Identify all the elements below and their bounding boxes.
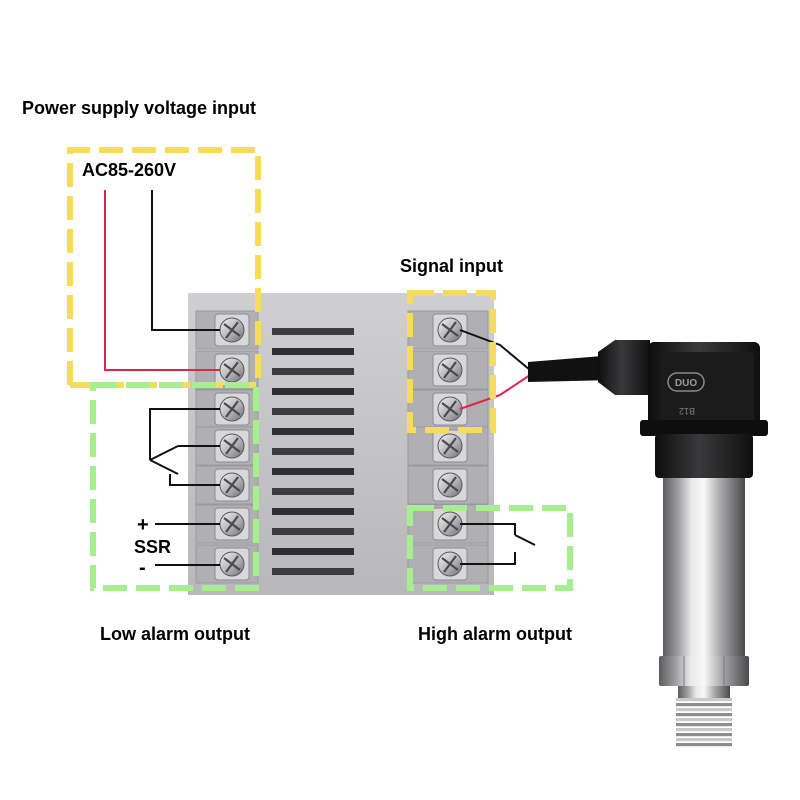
vent-slot: [272, 328, 354, 335]
power-supply-label: Power supply voltage input: [22, 98, 256, 118]
screw-slot: [225, 515, 239, 533]
low-alarm-label: Low alarm output: [100, 624, 250, 644]
vent-slots: [272, 328, 354, 575]
screw-slot: [443, 555, 457, 573]
low-alarm-outline: [90, 382, 259, 591]
thread-ridge: [676, 738, 732, 742]
signal-input-label: Signal input: [400, 256, 503, 276]
high-alarm-switch: [514, 534, 536, 546]
low-alarm-wire-bottom: [169, 474, 220, 486]
screw-slot: [443, 321, 457, 339]
steel-body: [663, 478, 745, 656]
threads: [676, 698, 732, 747]
connector-code: B12: [679, 406, 695, 416]
connector-gasket: [640, 420, 768, 436]
ssr-plus-sign: +: [137, 514, 149, 536]
screw-slot: [443, 515, 457, 533]
thread-ridge: [676, 703, 732, 707]
thread-neck: [678, 686, 730, 698]
thread-ridge: [676, 723, 732, 727]
vent-slot: [272, 388, 354, 395]
screw-slot: [225, 437, 239, 455]
thread-ridge: [676, 713, 732, 717]
vent-slot: [272, 548, 354, 555]
thread-ridge: [676, 698, 732, 702]
vent-slot: [272, 428, 354, 435]
screw-slot: [225, 321, 239, 339]
connector-face: [660, 352, 754, 422]
high-alarm-outline: [407, 505, 573, 591]
thread-ridge: [676, 733, 732, 737]
screw-slot: [443, 400, 457, 418]
screw-slot: [225, 400, 239, 418]
signal-cable-sheath: [528, 355, 615, 382]
vent-slot: [272, 448, 354, 455]
vent-slot: [272, 528, 354, 535]
terminal-screws: [214, 313, 468, 581]
thread-ridge: [676, 708, 732, 712]
screw-slot: [225, 361, 239, 379]
thread-ridge: [676, 743, 732, 747]
neutral-wire: [151, 190, 220, 331]
vent-slot: [272, 468, 354, 475]
signal-wire-1: [459, 329, 531, 371]
ssr-label: SSR: [134, 537, 171, 557]
thread-ridge: [676, 728, 732, 732]
thread-ridge: [676, 718, 732, 722]
low-alarm-switch-bottom: [149, 459, 179, 475]
brand-mark: DUO: [675, 378, 697, 389]
vent-slot: [272, 368, 354, 375]
vent-slot: [272, 488, 354, 495]
screw-slot: [443, 476, 457, 494]
connector-boot: [598, 340, 650, 395]
screw-slot: [225, 555, 239, 573]
brand-badge: [667, 372, 705, 392]
high-alarm-wire-bottom: [460, 552, 516, 565]
wires: [104, 190, 536, 566]
low-alarm-wire-top: [149, 408, 220, 460]
screw-slot: [443, 437, 457, 455]
high-alarm-label: High alarm output: [418, 624, 572, 644]
voltage-label: AC85-260V: [82, 160, 176, 180]
ssr-minus-sign: -: [139, 557, 146, 579]
vent-slot: [272, 348, 354, 355]
screw-slot: [443, 361, 457, 379]
vent-slot: [272, 508, 354, 515]
vent-slot: [272, 408, 354, 415]
hex-nut: [659, 656, 749, 686]
screw-slot: [225, 476, 239, 494]
pressure-transmitter: DUO B12: [598, 340, 768, 747]
connector-collar: [655, 434, 753, 478]
vent-slot: [272, 568, 354, 575]
signal-wire-2: [459, 374, 531, 410]
low-alarm-switch-top: [149, 445, 179, 461]
signal-input-outline: [407, 290, 496, 433]
high-alarm-wire-top: [460, 523, 516, 535]
live-wire: [104, 190, 220, 371]
